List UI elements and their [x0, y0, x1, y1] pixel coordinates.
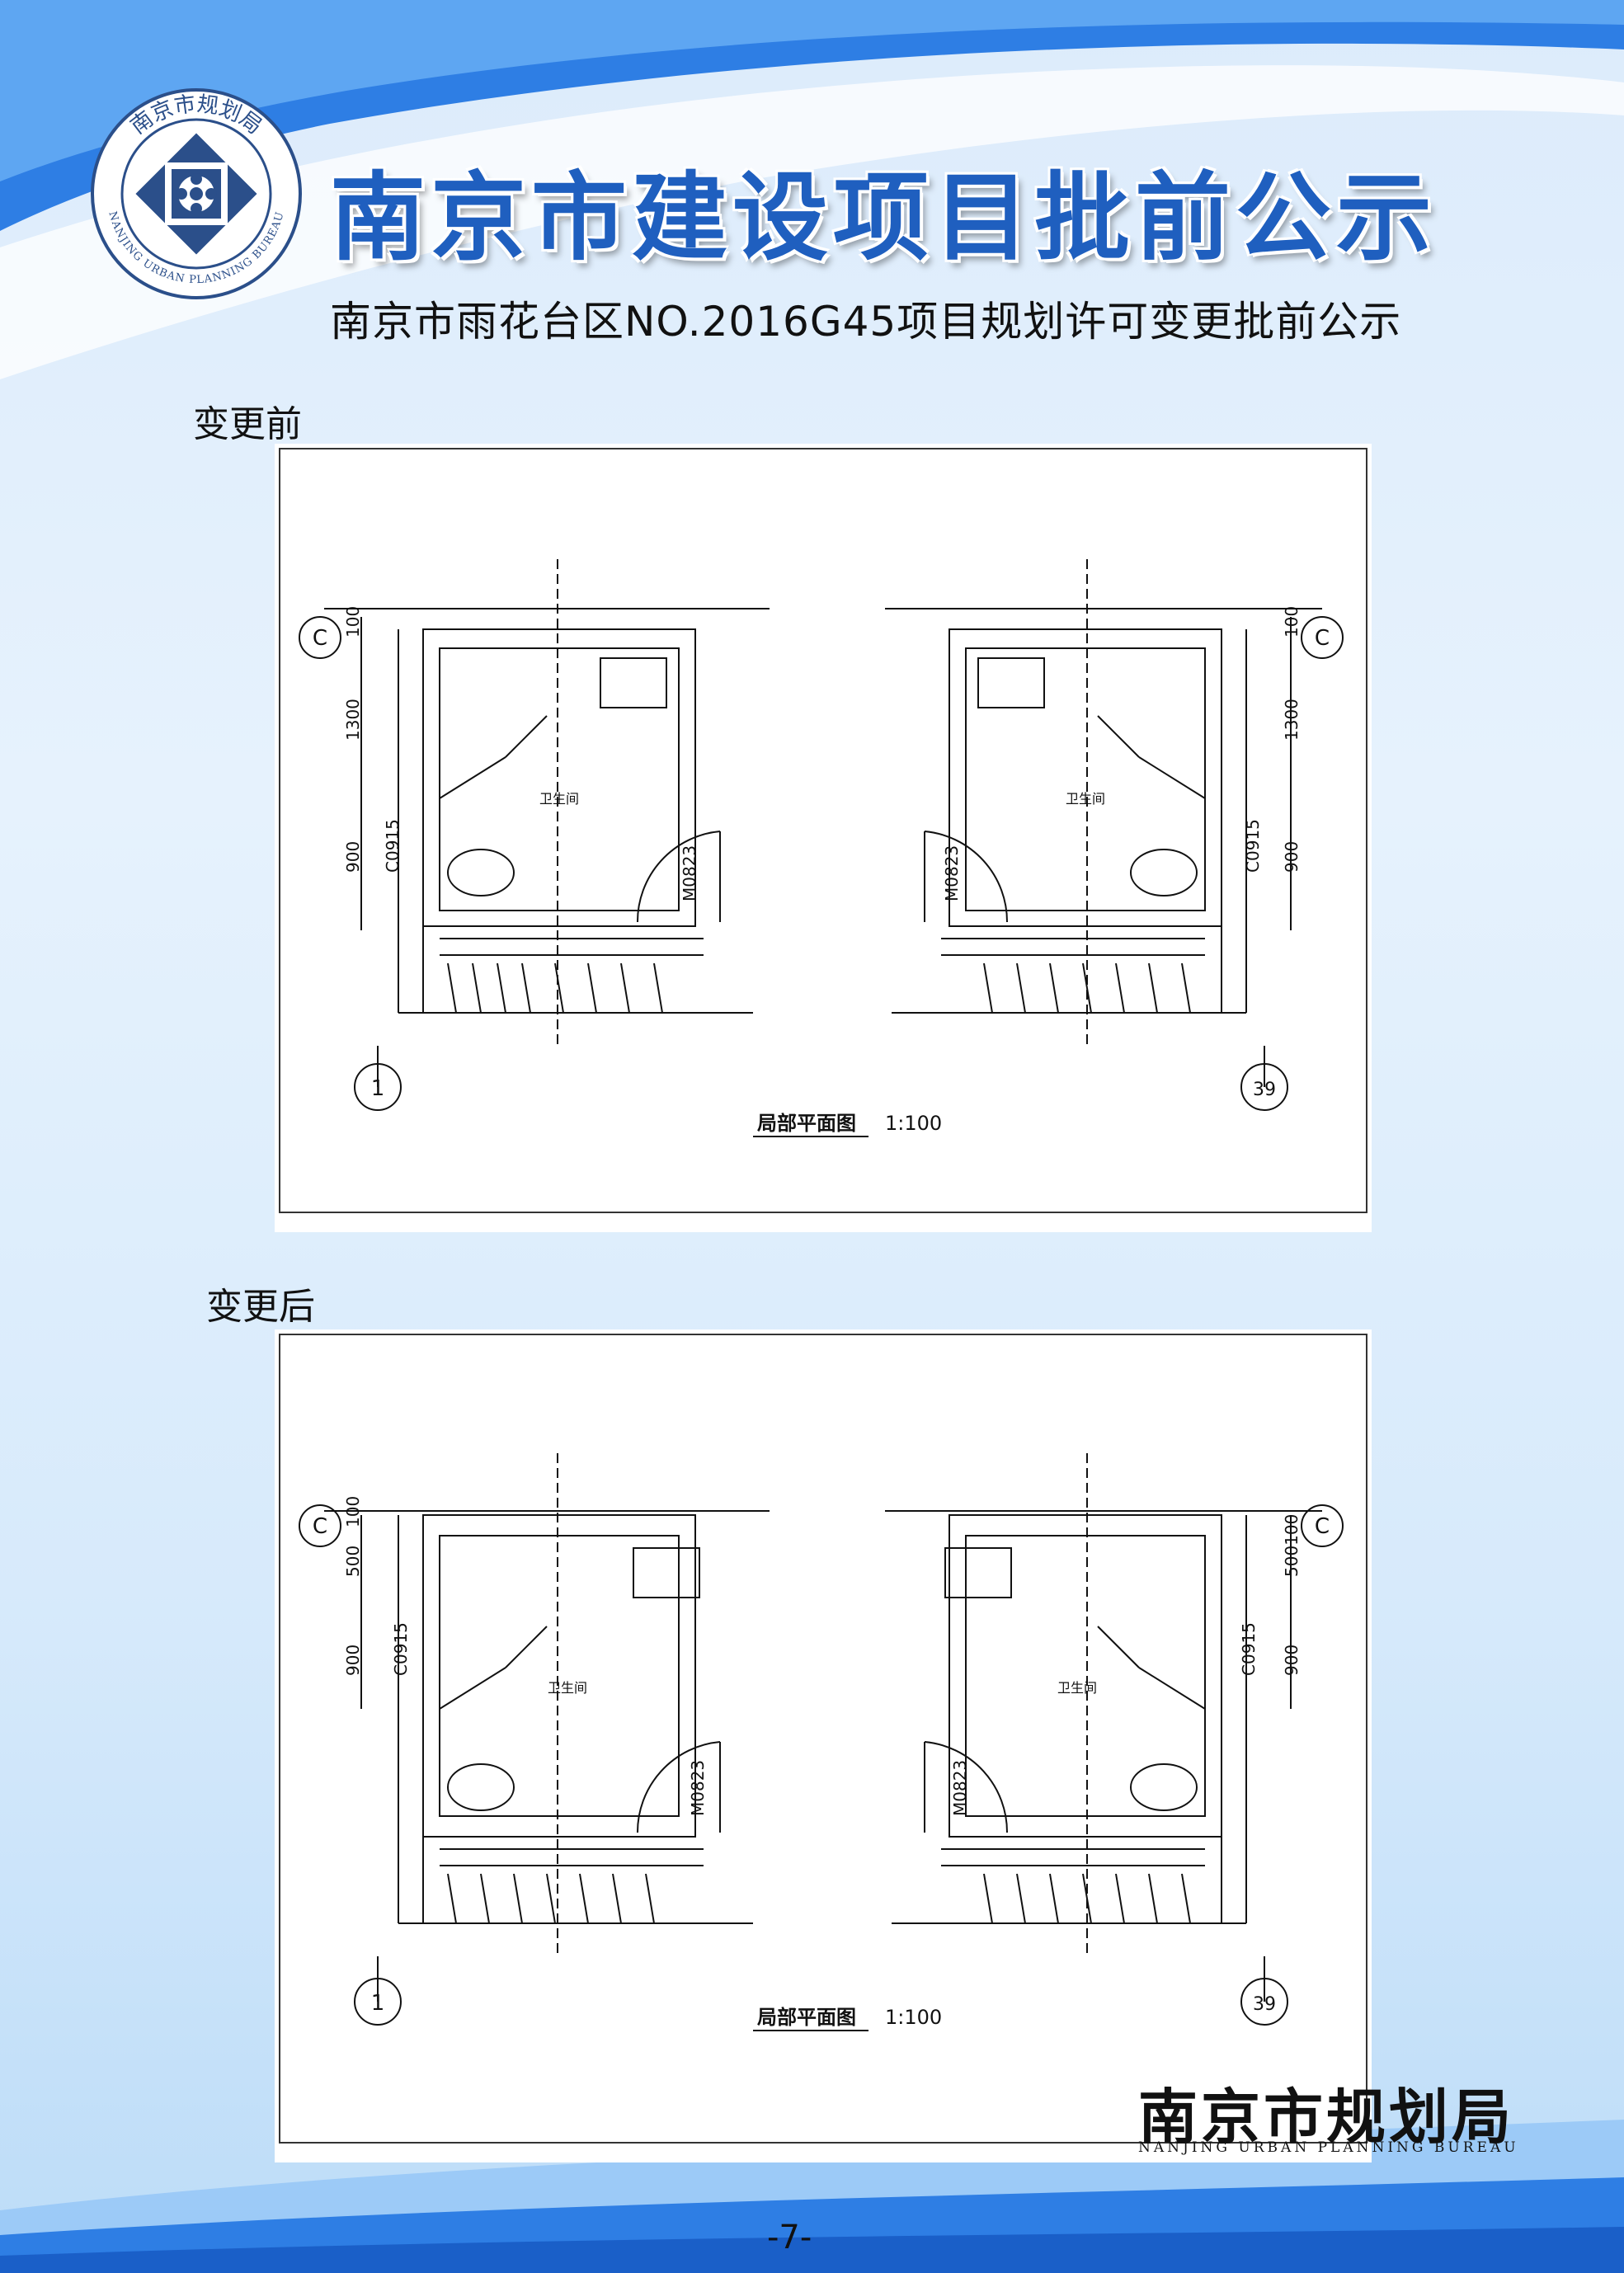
- room-label-left: 卫生间: [539, 791, 579, 807]
- door-label-right: M0823: [950, 1760, 970, 1816]
- window-label-right: C0915: [1243, 819, 1263, 873]
- bureau-logo: 南京市规划局 NANJING URBAN PLANNING BUREAU: [91, 88, 302, 299]
- flower-emblem-icon: [135, 133, 257, 255]
- window-label-right: C0915: [1239, 1622, 1259, 1676]
- axis-label-c-left: C: [313, 626, 327, 651]
- plan-scale: 1:100: [885, 2006, 942, 2029]
- plan-caption: 局部平面图: [757, 2006, 856, 2029]
- axis-label-1: 1: [371, 1076, 385, 1101]
- axis-label-39: 39: [1253, 1994, 1276, 2015]
- axis-label-1: 1: [371, 1991, 385, 2016]
- footer-org-name-en: NANJING URBAN PLANNING BUREAU: [1138, 2139, 1519, 2156]
- floor-plan-before-drawing: C C 1 39 卫生间 卫生间 M0823 M0823 C0915 C0915…: [279, 448, 1367, 1213]
- axis-label-c-right: C: [1315, 1514, 1330, 1539]
- room-label-left: 卫生间: [548, 1680, 587, 1696]
- window-label-left: C0915: [383, 819, 402, 873]
- door-label-left: M0823: [680, 845, 699, 901]
- section-label-before: 变更前: [193, 403, 302, 445]
- page-subtitle: 南京市雨花台区NO.2016G45项目规划许可变更批前公示: [330, 298, 1402, 346]
- page-title: 南京市建设项目批前公示: [330, 162, 1437, 274]
- window-label-left: C0915: [391, 1622, 411, 1676]
- dimension-left-3: 900: [343, 1645, 363, 1676]
- page-number: -7-: [767, 2219, 812, 2257]
- dimension-right-2: 900: [1282, 1645, 1302, 1676]
- dimension-left-2: 1300: [343, 699, 363, 741]
- axis-label-c-left: C: [313, 1514, 327, 1539]
- floor-plan-after-drawing: C C 1 39 卫生间 卫生间 M0823 M0823 C0915 C0915…: [279, 1334, 1367, 2144]
- room-label-right: 卫生间: [1066, 791, 1105, 807]
- dimension-right-1: 100: [1282, 606, 1302, 638]
- dimension-right-1: 500100: [1282, 1514, 1302, 1577]
- plan-scale: 1:100: [885, 1112, 942, 1135]
- dimension-left-3: 900: [343, 841, 363, 873]
- room-label-right: 卫生间: [1057, 1680, 1097, 1696]
- dimension-left-1: 100: [343, 1496, 363, 1527]
- plan-caption: 局部平面图: [757, 1112, 856, 1135]
- axis-label-39: 39: [1253, 1080, 1276, 1100]
- floor-plan-after: C C 1 39 卫生间 卫生间 M0823 M0823 C0915 C0915…: [275, 1329, 1372, 2162]
- section-label-after: 变更后: [206, 1286, 315, 1328]
- dimension-right-2: 1300: [1282, 699, 1302, 741]
- axis-label-c-right: C: [1315, 626, 1330, 651]
- floor-plan-before: C C 1 39 卫生间 卫生间 M0823 M0823 C0915 C0915…: [275, 444, 1372, 1232]
- dimension-left-1: 100: [343, 606, 363, 638]
- header-wave-decoration: [0, 0, 1624, 379]
- dimension-right-3: 900: [1282, 841, 1302, 873]
- door-label-left: M0823: [688, 1760, 708, 1816]
- door-label-right: M0823: [942, 845, 962, 901]
- dimension-left-2: 500: [343, 1546, 363, 1577]
- footer-org-name: 南京市规划局: [1138, 2082, 1515, 2152]
